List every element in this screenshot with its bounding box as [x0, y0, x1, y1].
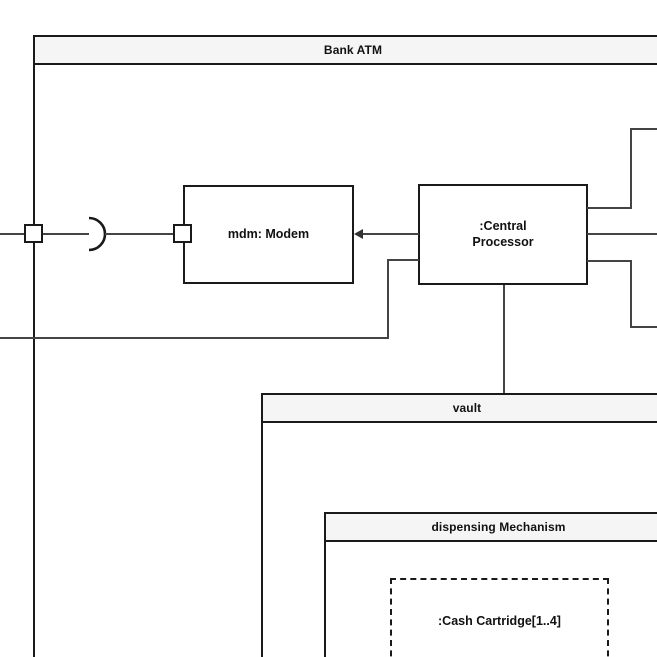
atm-boundary-port[interactable]: [24, 224, 43, 243]
modem-left-port[interactable]: [173, 224, 192, 243]
connector-outside-boundary-port: [0, 233, 24, 235]
bank-atm-title: Bank ATM: [323, 43, 383, 57]
connector-processor-right-upper-exit: [630, 128, 657, 130]
part-central-processor[interactable]: :Central Processor: [418, 184, 588, 285]
connector-processor-right-upper-vertical: [630, 128, 632, 209]
bank-atm-header[interactable]: Bank ATM: [33, 35, 657, 65]
connector-processor-right-upper-stub: [587, 207, 632, 209]
vault-header[interactable]: vault: [261, 393, 657, 423]
connector-processor-right-middle: [587, 233, 657, 235]
connector-processor-right-lower-stub: [587, 260, 632, 262]
connector-processor-right-lower-exit: [630, 326, 657, 328]
connector-processor-lowerleft-to-boundary: [0, 337, 389, 339]
part-cash-cartridge[interactable]: :Cash Cartridge[1..4]: [390, 578, 609, 657]
connector-processor-lowerleft-vertical: [387, 259, 389, 338]
part-modem-label: mdm: Modem: [227, 226, 310, 241]
part-central-processor-label: :Central Processor: [472, 218, 534, 249]
part-modem[interactable]: mdm: Modem: [183, 185, 354, 284]
connector-atm-port-to-socket: [43, 233, 89, 235]
dispensing-mechanism-header[interactable]: dispensing Mechanism: [324, 512, 657, 542]
part-cash-cartridge-label: :Cash Cartridge[1..4]: [438, 613, 561, 628]
dispensing-mechanism-title: dispensing Mechanism: [431, 520, 566, 534]
connector-processor-to-vault: [503, 285, 505, 394]
vault-title: vault: [452, 401, 482, 415]
connector-processor-to-modem-arrowhead: [354, 229, 363, 239]
connector-processor-to-modem: [359, 233, 419, 235]
connector-processor-lowerleft-stub: [387, 259, 419, 261]
connector-processor-right-lower-vertical: [630, 260, 632, 328]
connector-socket-to-modem-port: [105, 233, 173, 235]
